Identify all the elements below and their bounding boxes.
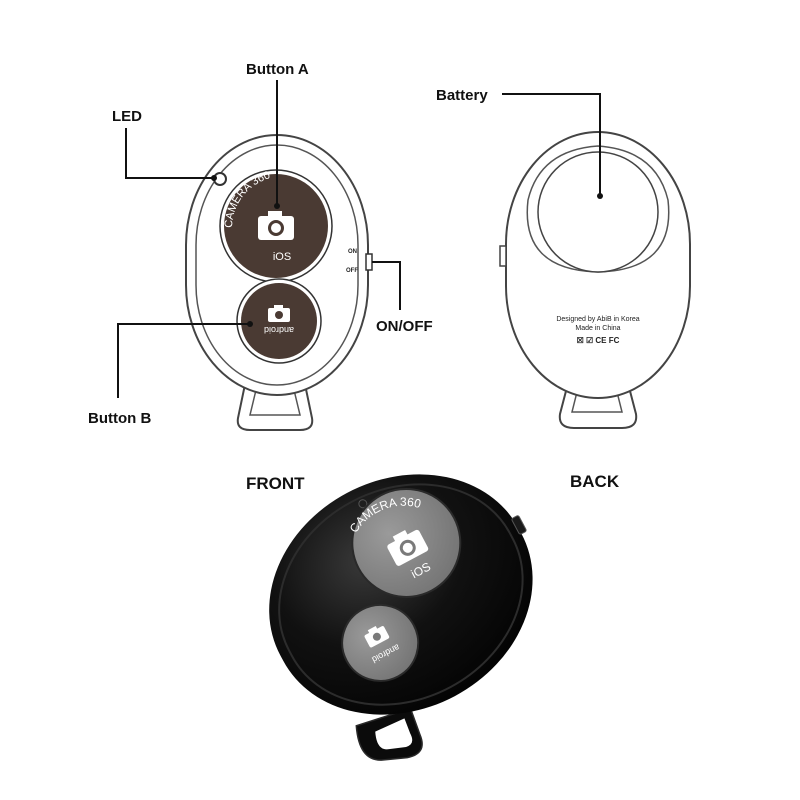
switch-on-text: ON (348, 249, 357, 255)
device-photo: CAMERA 360 iOS android (269, 474, 533, 761)
back-callouts (502, 93, 603, 199)
led-callout-line (125, 128, 214, 179)
front-button-a-text: iOS (273, 251, 291, 263)
led-label: LED (112, 108, 142, 125)
back-drawing: Designed by AbiB in Korea Made in China … (499, 131, 691, 429)
battery-callout-line (502, 93, 601, 196)
front-button-b-text: android (264, 325, 294, 335)
front-callouts (117, 80, 401, 398)
back-line1: Designed by AbiB in Korea (556, 316, 639, 323)
on-off-label: ON/OFF (376, 318, 433, 335)
button-b-callout-line (117, 323, 250, 398)
back-label: BACK (570, 472, 620, 491)
camera-icon (258, 211, 294, 240)
photo-on-off-switch (511, 515, 527, 535)
camera-icon (364, 626, 390, 648)
switch-off-text: OFF (346, 268, 358, 274)
back-line2: Made in China (575, 325, 620, 332)
certification-marks: ☒ ☑ CE FC (577, 336, 620, 345)
camera-icon (268, 305, 290, 322)
button-a-label: Button A (246, 61, 309, 78)
camera-icon (387, 529, 429, 566)
on-off-switch (365, 253, 373, 271)
photo-button-b: android (341, 603, 420, 682)
front-drawing: CAMERA 360 iOS android ON OFF (185, 134, 373, 431)
on-off-callout-line (372, 261, 401, 310)
front-label: FRONT (246, 474, 305, 493)
battery-label: Battery (436, 87, 488, 104)
button-b-label: Button B (88, 410, 151, 427)
front-button-b: android (236, 278, 322, 364)
battery-cover (537, 151, 659, 273)
